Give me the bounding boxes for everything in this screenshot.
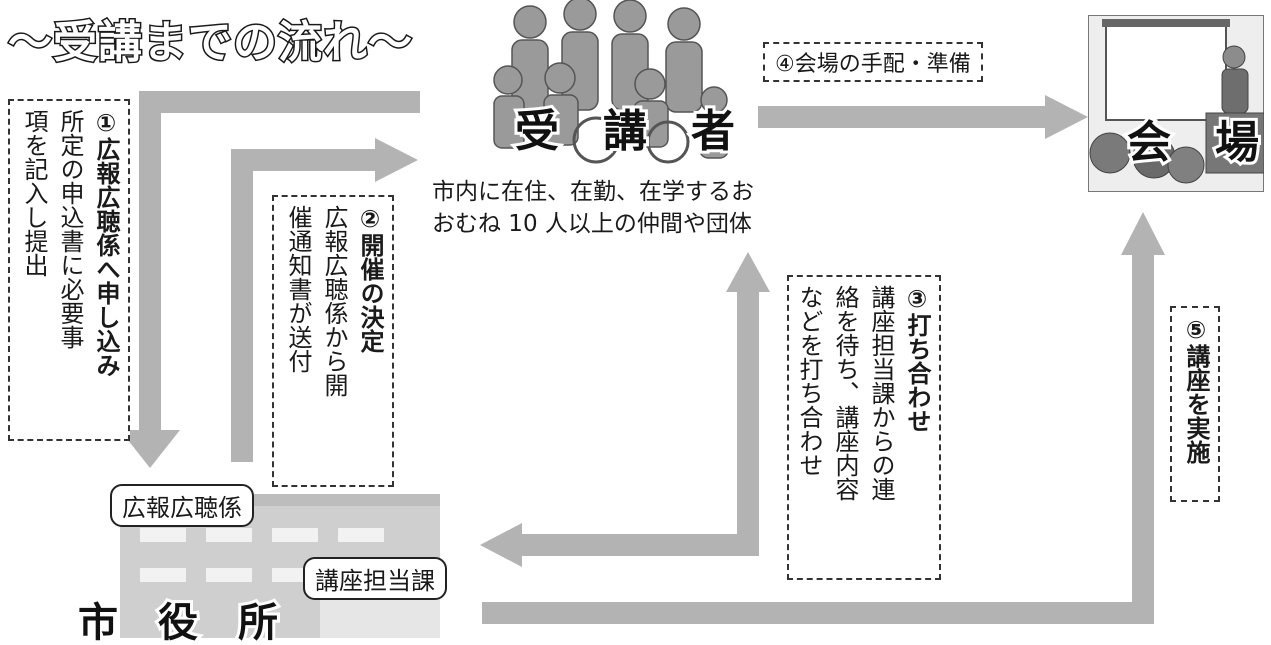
city-hall-label: 市 役 所: [75, 597, 281, 645]
pr-section-label: 広報広聴係: [110, 484, 254, 527]
participants-illustration: [493, 0, 729, 164]
step5-box: ⑤講座を実施: [1170, 306, 1220, 502]
step1-desc-line2: 項を記入し提出: [20, 109, 48, 277]
step4-box: ④会場の手配・準備: [763, 42, 983, 82]
participants-description: 市内に在住、在勤、在学するお おむね 10 人以上の仲間や団体: [432, 176, 754, 240]
venue-scene: [1087, 14, 1265, 193]
step2-desc-line2: 催通知書が送付: [284, 205, 312, 373]
arrow-step3-left-head: [480, 523, 522, 567]
arrow-step2-head: [375, 138, 418, 182]
arrow-step5: [482, 252, 1154, 624]
page-title: 〜受講までの流れ〜: [7, 16, 414, 70]
step3-title: 打ち合わせ: [903, 313, 931, 433]
step1-desc-line1: 所定の申込書に必要事: [56, 109, 84, 349]
arrow-step2: [231, 149, 380, 462]
step2-title: 開催の決定: [356, 233, 384, 353]
participants-description-line2: おむね 10 人以上の仲間や団体: [432, 211, 752, 237]
arrow-step3-up-head: [726, 252, 770, 292]
arrow-step5-head: [1121, 212, 1165, 255]
arrow-step1: [139, 91, 420, 435]
step1-number: ①: [92, 109, 120, 137]
step1-box: ①広報広聴係へ申し込み 所定の申込書に必要事 項を記入し提出: [8, 99, 130, 441]
step2-box: ②開催の決定 広報広聴係から開 催通知書が送付: [272, 195, 394, 487]
step3-desc-line2: 絡を待ち、講座内容: [831, 285, 859, 501]
step3-box: ③打ち合わせ 講座担当課からの連 絡を待ち、講座内容 などを打ち合わせ: [787, 275, 941, 580]
participants-label: 受 講 者: [512, 103, 738, 160]
step2-desc-line1: 広報広聴係から開: [320, 205, 348, 397]
arrow-step4-head: [1045, 95, 1088, 139]
venue-label: 会 場: [1124, 114, 1262, 171]
step3-number: ③: [903, 285, 931, 313]
step3-desc-line3: などを打ち合わせ: [795, 285, 823, 477]
step2-number: ②: [356, 205, 384, 233]
participants-description-line1: 市内に在住、在勤、在学するお: [432, 179, 754, 205]
arrow-step3: [520, 290, 759, 556]
step1-title: 広報広聴係へ申し込み: [92, 137, 120, 377]
course-section-label: 講座担当課: [303, 557, 447, 600]
step3-desc-line1: 講座担当課からの連: [867, 285, 895, 501]
venue-illustration: [1087, 14, 1265, 193]
arrow-step1-head: [120, 430, 180, 468]
